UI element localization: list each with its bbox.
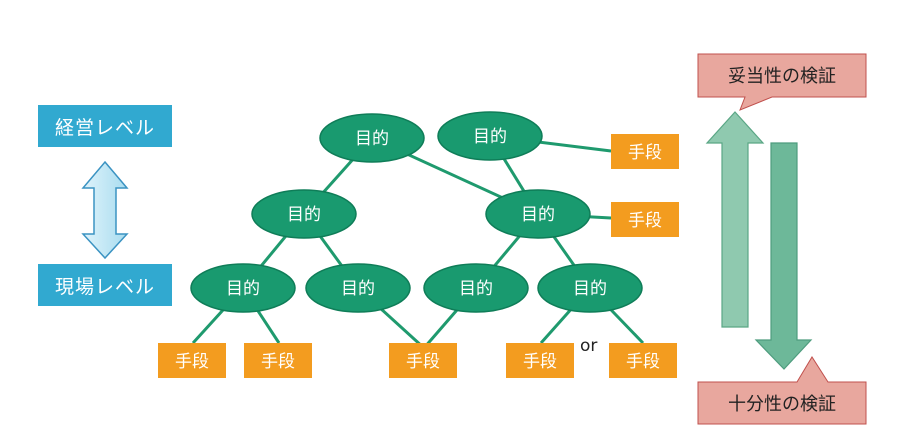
means-box: 手段 xyxy=(611,134,679,169)
means-box: 手段 xyxy=(609,343,677,378)
purpose-node: 目的 xyxy=(423,263,529,313)
purpose-node: 目的 xyxy=(485,189,591,239)
purpose-label: 目的 xyxy=(521,205,555,225)
means-label: 手段 xyxy=(175,352,209,372)
sufficiency-label: 十分性の検証 xyxy=(728,394,836,415)
purpose-label: 目的 xyxy=(287,205,321,225)
means-label: 手段 xyxy=(261,352,295,372)
purpose-node: 目的 xyxy=(437,111,543,161)
means-box: 手段 xyxy=(506,343,574,378)
purpose-node: 目的 xyxy=(190,263,296,313)
means-label: 手段 xyxy=(523,352,557,372)
means-box: 手段 xyxy=(389,343,457,378)
means-label: 手段 xyxy=(626,352,660,372)
validity-callout: 妥当性の検証 xyxy=(697,53,867,111)
purpose-label: 目的 xyxy=(473,127,507,147)
or-label: or xyxy=(580,336,598,356)
purpose-label: 目的 xyxy=(226,279,260,299)
purpose-node: 目的 xyxy=(319,113,425,163)
means-box: 手段 xyxy=(244,343,312,378)
purpose-node: 目的 xyxy=(251,189,357,239)
means-label: 手段 xyxy=(406,352,440,372)
sufficiency-callout: 十分性の検証 xyxy=(697,356,867,425)
purpose-label: 目的 xyxy=(459,279,493,299)
means-box: 手段 xyxy=(158,343,226,378)
means-label: 手段 xyxy=(628,211,662,231)
purpose-label: 目的 xyxy=(573,279,607,299)
purpose-label: 目的 xyxy=(355,129,389,149)
means-box: 手段 xyxy=(611,202,679,237)
purpose-node: 目的 xyxy=(305,263,411,313)
double-arrow-icon xyxy=(81,160,129,260)
management-level-box: 経営レベル xyxy=(38,105,172,147)
purpose-node: 目的 xyxy=(537,263,643,313)
means-label: 手段 xyxy=(628,143,662,163)
down-arrow-icon xyxy=(754,142,813,370)
validity-label: 妥当性の検証 xyxy=(728,66,836,87)
field-level-box: 現場レベル xyxy=(38,264,172,306)
purpose-label: 目的 xyxy=(341,279,375,299)
up-arrow-icon xyxy=(705,111,765,328)
